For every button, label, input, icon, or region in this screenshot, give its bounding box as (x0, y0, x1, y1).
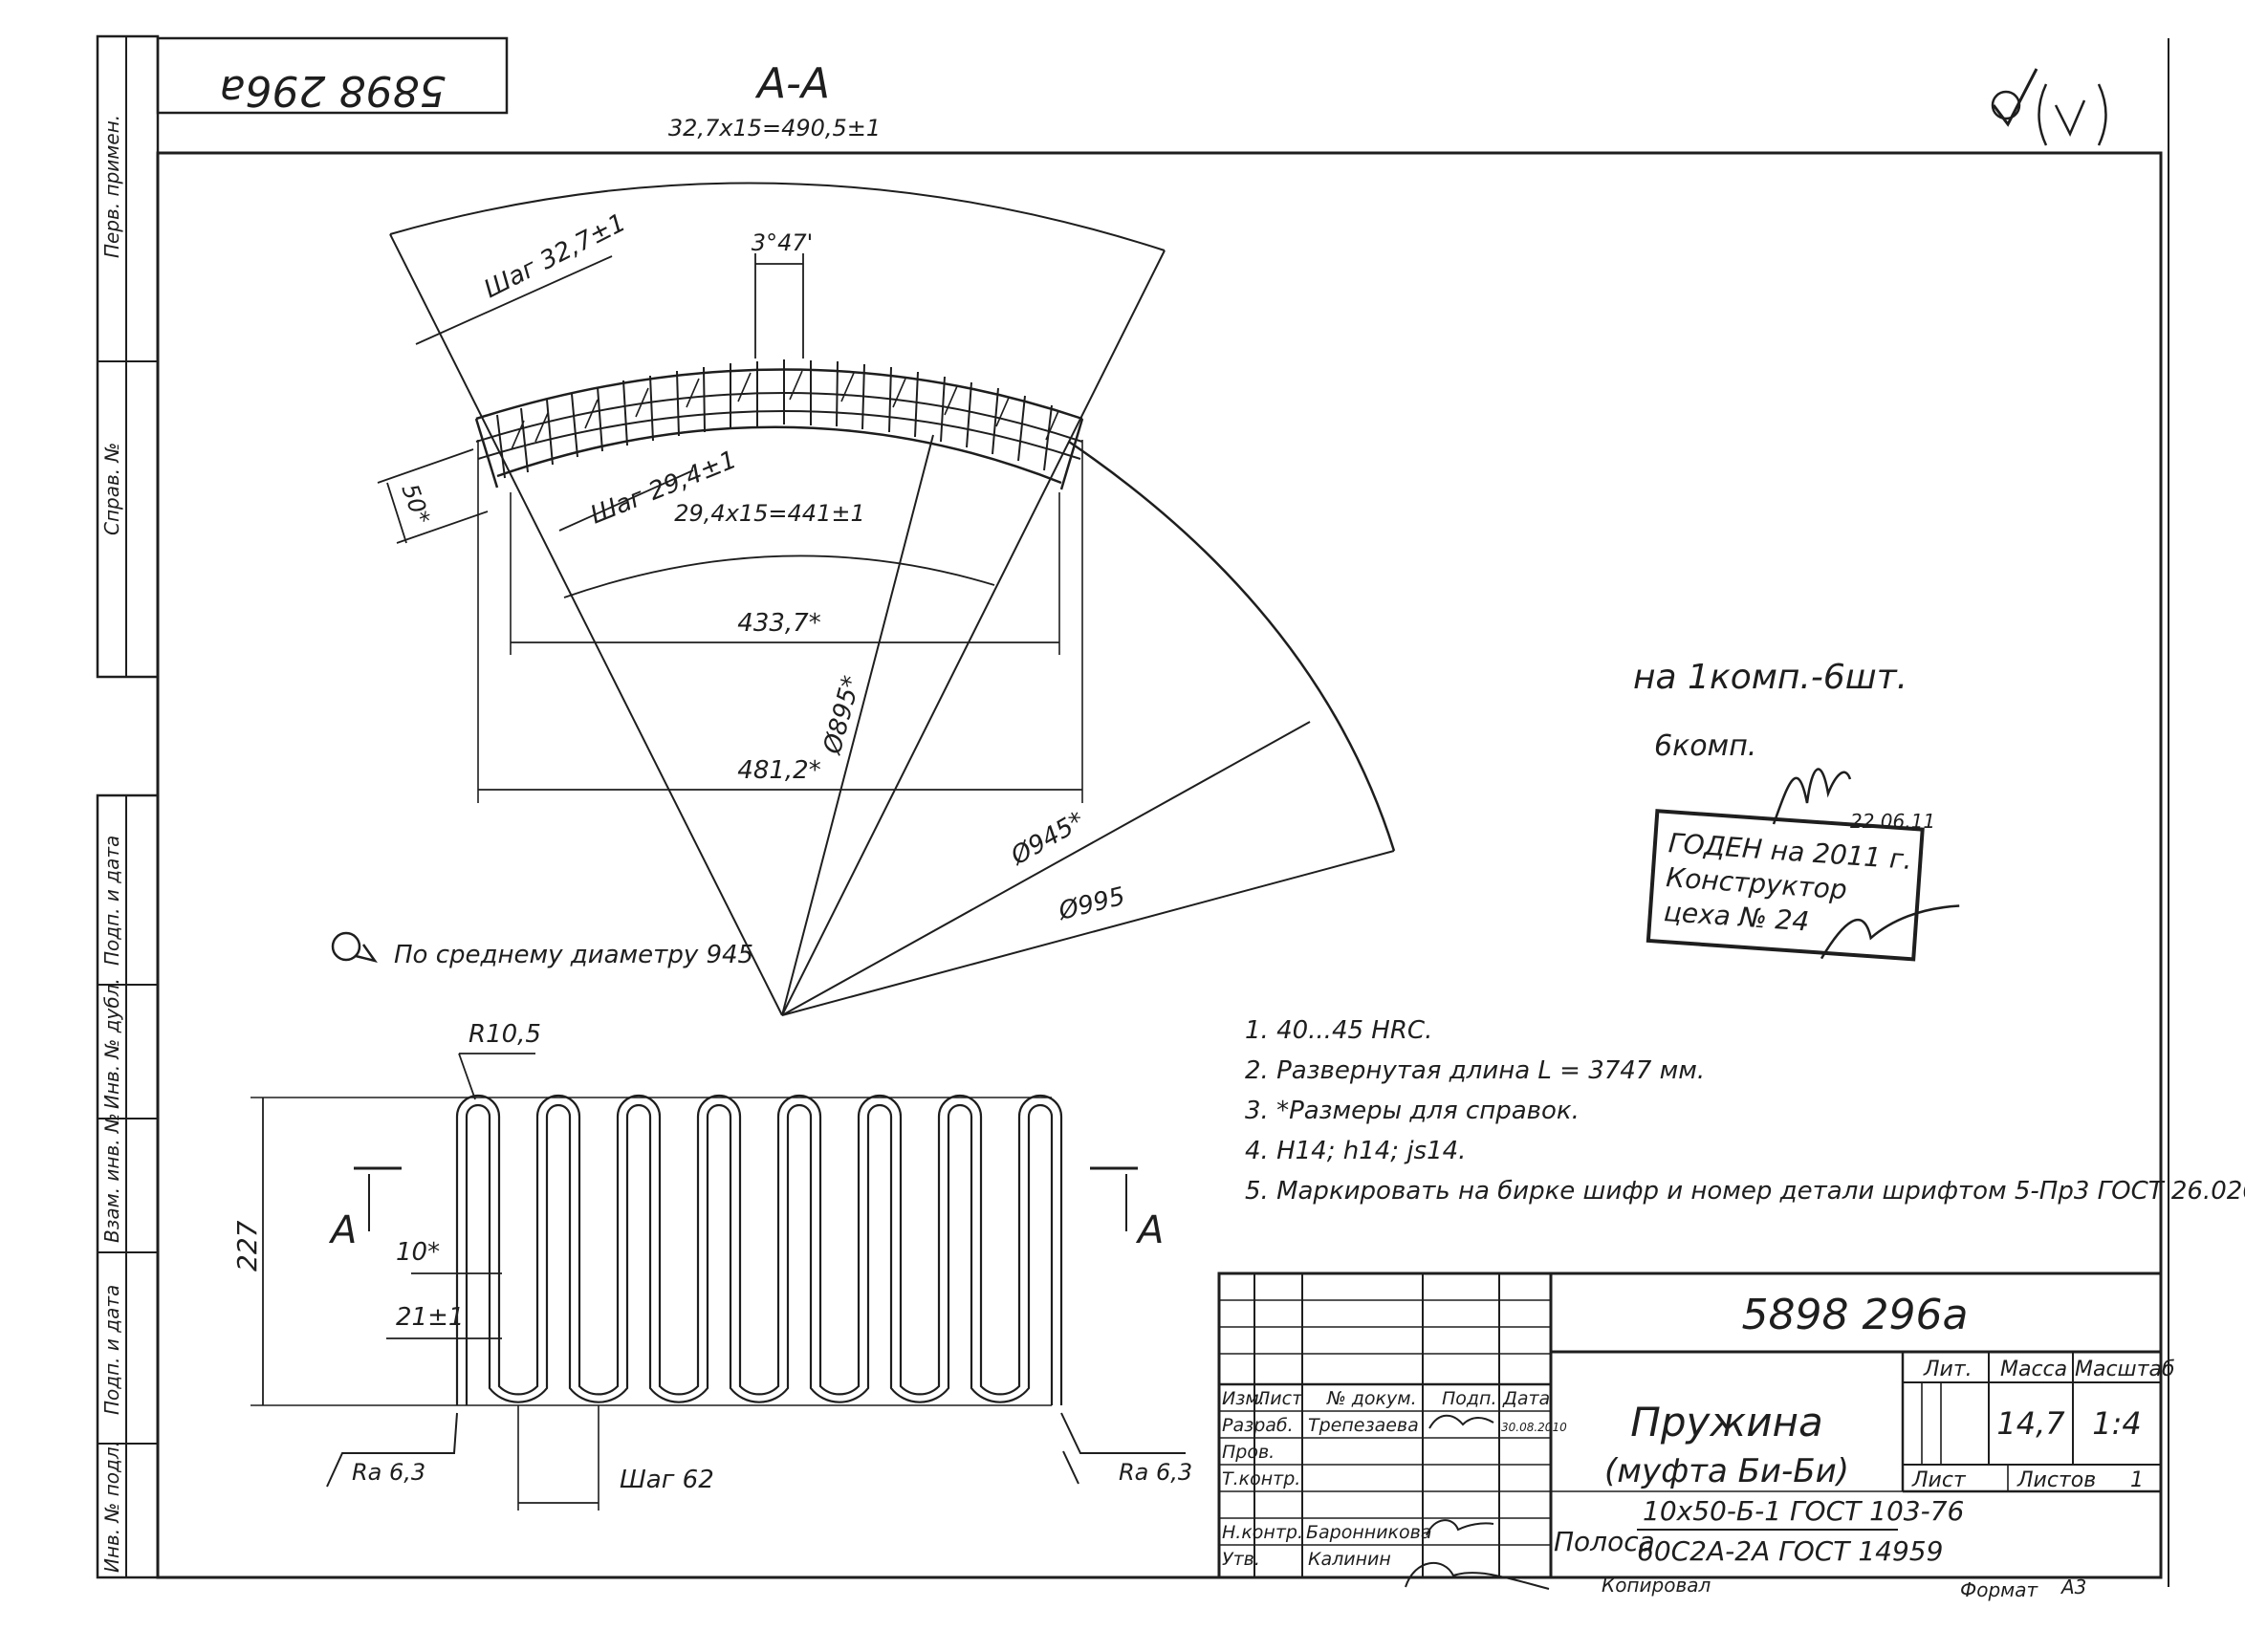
drawing-code-rotated: 5898 296a (220, 66, 447, 115)
step-outer-label: Шаг 32,7±1 (480, 208, 631, 304)
row-label-tech-control: Т.контр. (1222, 1468, 1300, 1489)
technical-notes: 1. 40...45 HRC. 2. Развернутая длина L =… (1245, 1016, 2245, 1206)
side-label-orig-inv: Инв. № подл. (100, 1441, 123, 1573)
rough-right-label: Ra 6,3 (1119, 1459, 1192, 1486)
title-code: 5898 296а (1742, 1291, 1969, 1339)
sheets-value: 1 (2130, 1468, 2144, 1492)
approver-signature (1405, 1561, 1550, 1590)
side-label-sign-date-1: Подп. и дата (100, 836, 123, 966)
row-label-norm-control: Н.контр. (1222, 1522, 1303, 1543)
title-name: Пружина (1630, 1399, 1822, 1446)
drawing-frame (96, 34, 2169, 1587)
format-label: Формат (1960, 1578, 2038, 1601)
side-label-dup-inv: Инв. № дубл. (100, 978, 123, 1109)
sheet-label: Лист (1911, 1468, 1967, 1492)
dia-945-label: Ø945* (1006, 807, 1090, 872)
stamp-signature (1820, 904, 1960, 960)
outer-arc-formula: 32,7х15=490,5±1 (668, 115, 881, 141)
arc-hatching (496, 359, 1059, 479)
title-subname: (муфта Би-Би) (1604, 1452, 1849, 1490)
chord-outer-label: 481,2* (737, 756, 820, 785)
material-line-2: 60С2А-2А ГОСТ 14959 (1637, 1535, 1943, 1567)
thickness-label: 50* (396, 480, 435, 528)
section-view-arc: А-А 32,7х15=490,5±1 3°47' Шаг 32,7±1 (377, 59, 1396, 1016)
flat-view: R10,5 227 А А 10* 21±1 Шаг 62 Ra 6,3 Ra … (231, 1020, 1192, 1511)
note-1: 1. 40...45 HRC. (1245, 1016, 1432, 1045)
side-label-replace-inv: Взам. инв. № (100, 1113, 123, 1243)
col-header-sign: Подп. (1442, 1388, 1497, 1409)
lit-label: Лит. (1923, 1358, 1973, 1381)
chord-inner-label: 433,7* (737, 609, 820, 638)
note-5: 5. Маркировать на бирке шифр и номер дет… (1245, 1177, 2245, 1206)
mass-value: 14,7 (1996, 1405, 2065, 1442)
row-label-developer: Разраб. (1222, 1415, 1294, 1436)
height-label: 227 (231, 1220, 263, 1272)
side-label-sign-date-2: Подп. и дата (100, 1285, 123, 1415)
scale-value: 1:4 (2092, 1405, 2142, 1442)
section-mark-right: А (1135, 1208, 1164, 1252)
col-header-date: Дата (1502, 1388, 1550, 1409)
mean-diameter-text: По среднему диаметру 945 (394, 941, 753, 969)
side-label-reference: Справ. № (100, 443, 123, 535)
title-block: 5898 296а Пружина (муфта Би-Би) Полоса 1… (1217, 1272, 2175, 1590)
handwritten-signature (1772, 768, 1852, 825)
angle-label: 3°47' (752, 229, 813, 256)
col-header-doc: № докум. (1326, 1388, 1417, 1409)
row-label-checked: Пров. (1222, 1442, 1275, 1463)
scale-label: Масштаб (2075, 1358, 2175, 1381)
approver-name: Калинин (1308, 1549, 1391, 1570)
stamp-line-3: цеха № 24 (1663, 896, 1811, 938)
handwritten-line-1: на 1комп.-6шт. (1633, 658, 1907, 697)
side-label-first-use: Перв. примен. (100, 115, 123, 258)
rough-left-label: Ra 6,3 (352, 1459, 425, 1486)
note-3: 3. *Размеры для справок. (1245, 1097, 1580, 1125)
copied-label: Копировал (1602, 1574, 1711, 1597)
section-mark-left: А (328, 1208, 357, 1252)
radius-label: R10,5 (469, 1020, 541, 1049)
approval-stamp: ГОДЕН на 2011 г. Конструктор цеха № 24 (1646, 809, 1960, 962)
section-title: А-А (754, 59, 830, 108)
dia-995-label: Ø995 (1055, 882, 1127, 926)
material-line-1: 10х50-Б-1 ГОСТ 103-76 (1643, 1495, 1964, 1527)
note-2: 2. Развернутая длина L = 3747 мм. (1245, 1056, 1705, 1085)
mean-diameter-note: По среднему диаметру 945 (331, 931, 753, 969)
gap-label: 21±1 (396, 1303, 464, 1332)
developer-date: 30.08.2010 (1501, 1421, 1567, 1434)
col-header-sheet: Лист (1255, 1388, 1303, 1409)
row-label-approved: Утв. (1222, 1549, 1260, 1570)
developer-signature (1428, 1414, 1494, 1429)
side-label-group: Перв. примен. Справ. № Подп. и дата Инв.… (100, 115, 123, 1573)
material-prefix: Полоса (1554, 1526, 1655, 1557)
roughness-general-icon (1991, 68, 2107, 146)
mass-label: Масса (2000, 1358, 2067, 1381)
sheets-label: Листов (2016, 1468, 2096, 1492)
handwritten-line-2: 6комп. (1654, 729, 1756, 763)
developer-name: Трепезаева (1308, 1415, 1419, 1436)
inner-arc-formula: 29,4х15=441±1 (674, 500, 864, 527)
wire-label: 10* (396, 1238, 440, 1267)
handwritten-notes: на 1комп.-6шт. 6комп. 22.06.11 (1633, 658, 1935, 833)
step-flat-label: Шаг 62 (620, 1466, 714, 1494)
format-value: А3 (2060, 1576, 2086, 1598)
col-header-change: Изм. (1222, 1388, 1265, 1409)
note-4: 4. H14; h14; js14. (1245, 1137, 1466, 1165)
norm-control-signature (1426, 1519, 1494, 1536)
norm-control-name: Баронникова (1306, 1522, 1432, 1543)
